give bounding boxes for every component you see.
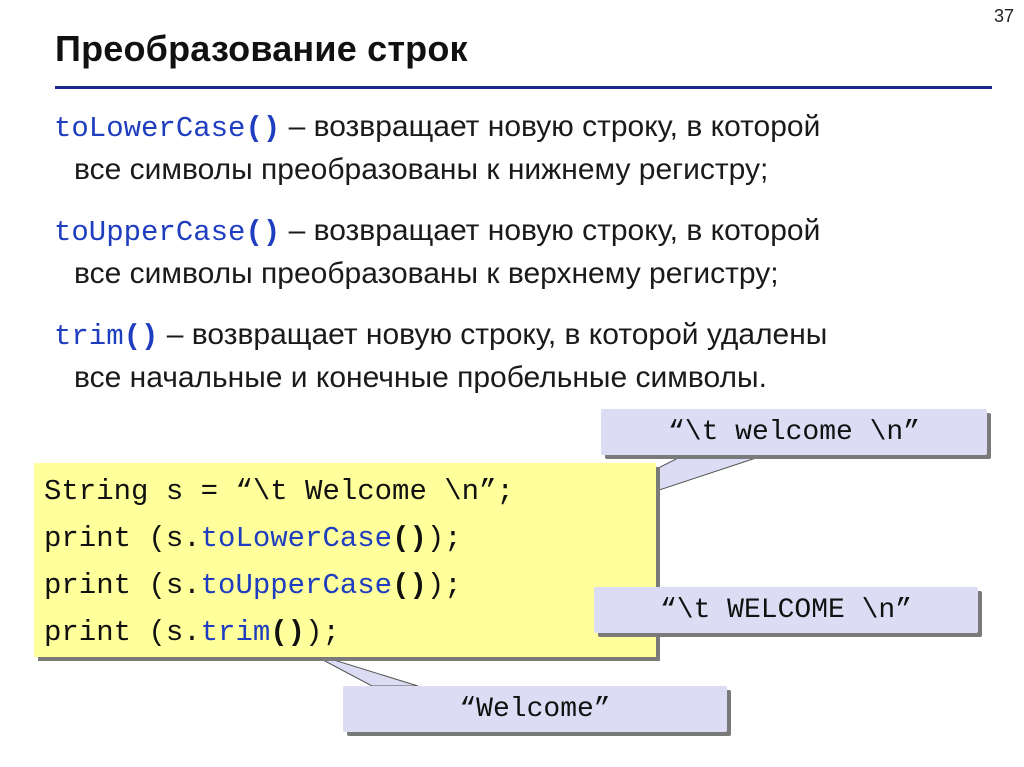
- method-parens: (): [245, 112, 281, 145]
- code-parens: (): [392, 522, 427, 555]
- code-line-declaration: String s = “\t Welcome \n”;: [44, 475, 514, 508]
- callout-trim-result: “Welcome”: [343, 686, 727, 732]
- method-parens: (): [245, 216, 281, 249]
- code-suffix: );: [305, 616, 340, 649]
- code-prefix: print (s.: [44, 569, 201, 602]
- method-name-trim: trim: [54, 320, 124, 353]
- code-line-uppercase: print (s.toUpperCase());: [44, 569, 462, 602]
- code-parens: (): [392, 569, 427, 602]
- definition-text-line1: – возвращает новую строку, в которой уда…: [158, 318, 828, 351]
- code-parens: (): [270, 616, 306, 649]
- method-parens: (): [123, 320, 159, 353]
- definition-trim: trim() – возвращает новую строку, в кото…: [54, 314, 1014, 398]
- method-definitions: toLowerCase() – возвращает новую строку,…: [54, 106, 1014, 418]
- definition-text-line1: – возвращает новую строку, в которой: [280, 214, 821, 247]
- callout-lowercase-result: “\t welcome \n”: [601, 409, 987, 455]
- code-method: toUpperCase: [200, 569, 393, 602]
- code-method: toLowerCase: [200, 522, 393, 555]
- page-number: 37: [993, 6, 1014, 26]
- definition-text-line2: все символы преобразованы к верхнему рег…: [74, 257, 779, 290]
- definition-text-line2: все символы преобразованы к нижнему реги…: [74, 153, 769, 186]
- code-prefix: print (s.: [44, 616, 201, 649]
- code-line-trim: print (s.trim());: [44, 616, 340, 649]
- code-prefix: print (s.: [44, 522, 201, 555]
- code-example: String s = “\t Welcome \n”; print (s.toL…: [34, 463, 656, 657]
- code-suffix: );: [426, 569, 462, 602]
- definition-text-line2: все начальные и конечные пробельные симв…: [74, 361, 767, 394]
- definition-text-line1: – возвращает новую строку, в которой: [280, 110, 821, 143]
- pointer-trim: [307, 651, 419, 687]
- definition-touppercase: toUpperCase() – возвращает новую строку,…: [54, 210, 1014, 294]
- title-divider: [55, 86, 992, 89]
- code-line-lowercase: print (s.toLowerCase());: [44, 522, 462, 555]
- code-method: trim: [200, 616, 271, 649]
- method-name-touppercase: toUpperCase: [54, 216, 246, 249]
- code-suffix: );: [426, 522, 462, 555]
- callout-uppercase-result: “\t WELCOME \n”: [594, 587, 978, 633]
- method-name-tolowercase: toLowerCase: [54, 112, 246, 145]
- definition-tolowercase: toLowerCase() – возвращает новую строку,…: [54, 106, 1014, 190]
- slide-title: Преобразование строк: [55, 28, 468, 69]
